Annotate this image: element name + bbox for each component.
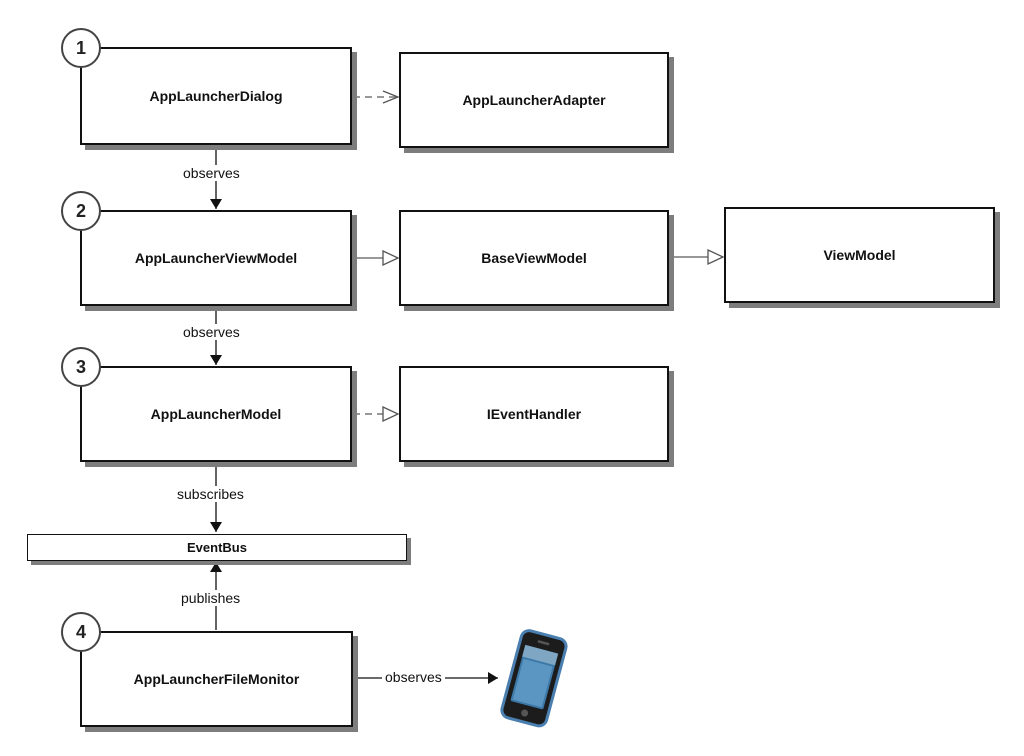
event-bus-box: EventBus [27, 534, 407, 561]
app-launcher-file-monitor-box: AppLauncherFileMonitor [80, 631, 353, 727]
observes-label-dialog: observes [180, 165, 243, 181]
observes-label-device: observes [382, 669, 445, 685]
app-launcher-adapter-label: AppLauncherAdapter [462, 92, 606, 108]
event-bus-label: EventBus [187, 540, 247, 555]
subscribes-label: subscribes [174, 486, 247, 502]
base-view-model-label: BaseViewModel [481, 250, 587, 266]
ievent-handler-box: IEventHandler [399, 366, 669, 462]
publishes-label: publishes [178, 590, 244, 606]
view-model-label: ViewModel [823, 247, 896, 263]
observes-label-viewmodel: observes [180, 324, 243, 340]
step-badge-3: 3 [61, 347, 101, 387]
app-launcher-dialog-label: AppLauncherDialog [149, 88, 283, 104]
ievent-handler-label: IEventHandler [486, 406, 582, 422]
app-launcher-adapter-box: AppLauncherAdapter [399, 52, 669, 148]
app-launcher-view-model-box: AppLauncherViewModel [80, 210, 352, 306]
app-launcher-view-model-label: AppLauncherViewModel [134, 250, 298, 266]
step-badge-4: 4 [61, 612, 101, 652]
app-launcher-file-monitor-label: AppLauncherFileMonitor [133, 671, 300, 687]
app-launcher-dialog-box: AppLauncherDialog [80, 47, 352, 145]
view-model-box: ViewModel [724, 207, 995, 303]
app-launcher-model-label: AppLauncherModel [150, 406, 282, 422]
step-badge-2: 2 [61, 191, 101, 231]
base-view-model-box: BaseViewModel [399, 210, 669, 306]
step-badge-1: 1 [61, 28, 101, 68]
smartphone-icon [500, 629, 568, 728]
app-launcher-model-box: AppLauncherModel [80, 366, 352, 462]
